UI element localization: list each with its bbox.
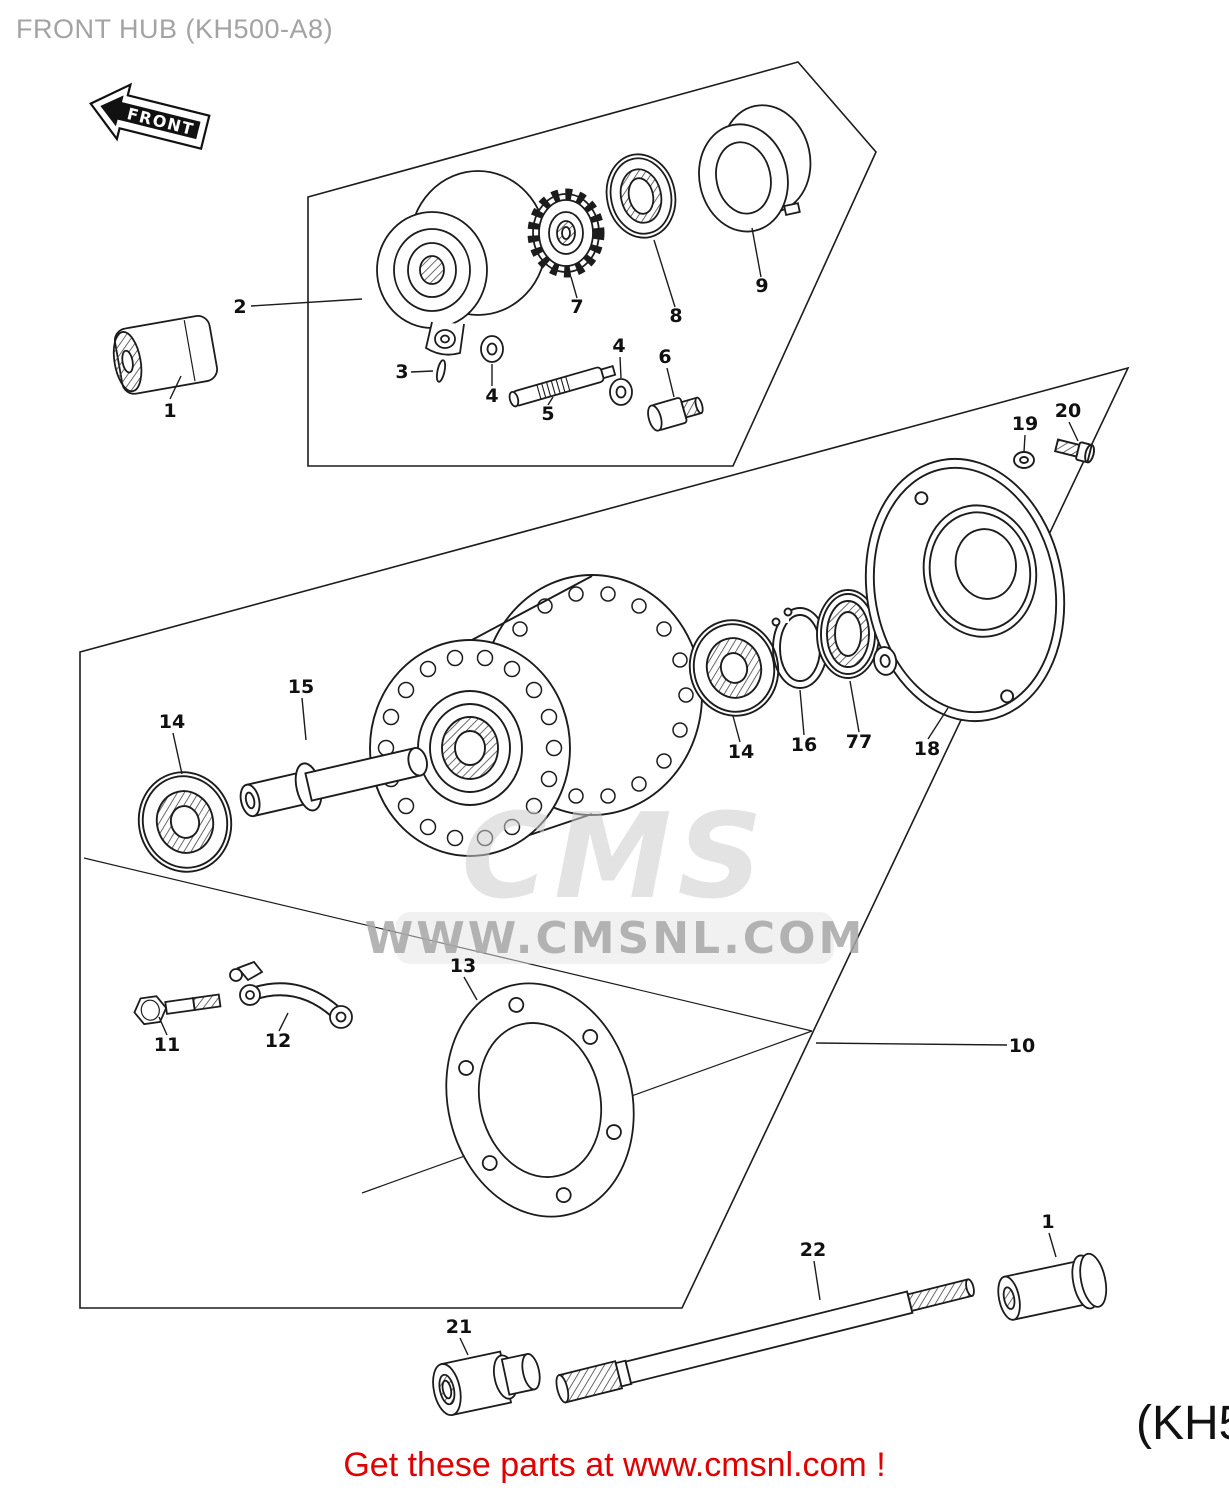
leader-lines xyxy=(158,227,1079,1356)
callout-7: 7 xyxy=(570,296,583,318)
callout-3: 3 xyxy=(395,361,408,383)
callout-21: 21 xyxy=(446,1316,472,1338)
watermark-band xyxy=(396,912,834,964)
callout-22: 22 xyxy=(800,1239,826,1261)
callout-12: 12 xyxy=(265,1030,291,1052)
callout-2: 2 xyxy=(233,296,246,318)
page-title: FRONT HUB (KH500-A8) xyxy=(16,14,334,44)
part-8-bearing xyxy=(605,153,677,239)
callout-16: 16 xyxy=(791,734,817,756)
part-4-washer-b xyxy=(609,378,633,406)
part-14-bearing-right xyxy=(688,619,780,717)
callout-20: 20 xyxy=(1055,400,1081,422)
callout-17: 77 xyxy=(846,731,872,753)
callout-14a: 14 xyxy=(159,711,185,733)
hub-body xyxy=(369,574,703,857)
part-1-sleeve xyxy=(112,314,218,395)
spoke-holes-front xyxy=(377,649,563,847)
callout-1: 1 xyxy=(163,400,176,422)
part-15-spacer xyxy=(239,746,428,818)
watermark-url-text: WWW.CMSNL.COM xyxy=(365,913,866,964)
callout-6: 6 xyxy=(658,346,671,368)
part-11-bolt xyxy=(133,993,222,1026)
watermark-logo-text: CMS xyxy=(461,787,768,925)
callout-5: 5 xyxy=(541,403,554,425)
upper-panel-outline xyxy=(307,61,877,467)
part-17-seal xyxy=(816,589,880,679)
callouts: 1 2 3 4 4 5 6 7 8 9 10 11 12 13 14 15 14… xyxy=(154,275,1081,1338)
part-22-axle xyxy=(555,1278,975,1404)
part-9-retainer xyxy=(698,104,812,233)
part-20-screw xyxy=(1053,438,1095,464)
callout-14b: 14 xyxy=(728,741,754,763)
callout-19: 19 xyxy=(1012,413,1038,435)
callout-13: 13 xyxy=(450,955,476,977)
front-arrow: FRONT xyxy=(89,82,211,150)
part-12-brake-arm xyxy=(229,960,353,1029)
watermark: CMS WWW.CMSNL.COM xyxy=(365,787,866,964)
callout-1b: 1 xyxy=(1041,1211,1054,1233)
part-3-pin xyxy=(435,359,447,383)
callout-9: 9 xyxy=(755,275,768,297)
part-18-brake-panel xyxy=(864,457,1066,723)
callout-11: 11 xyxy=(154,1034,180,1056)
callout-8: 8 xyxy=(669,305,682,327)
part-21-sleeve-nut xyxy=(432,1350,541,1417)
footer-promo-link[interactable]: Get these parts at www.cmsnl.com ! xyxy=(343,1446,886,1484)
part-13-gasket xyxy=(445,982,635,1218)
callout-18: 18 xyxy=(914,738,940,760)
part-19-nut xyxy=(1013,451,1035,469)
front-arrow-icon xyxy=(100,95,201,140)
callout-10: 10 xyxy=(1009,1035,1035,1057)
callout-15: 15 xyxy=(288,676,314,698)
part-14-bearing-left xyxy=(137,771,233,873)
callout-4a: 4 xyxy=(485,385,498,407)
part-6-fitting xyxy=(647,396,704,432)
part-5-gear-shaft xyxy=(508,365,617,408)
part-2-gear-housing xyxy=(376,170,547,356)
part-7-gear xyxy=(527,188,605,278)
model-code: (KH50 xyxy=(1136,1397,1229,1450)
part-1-sleeve-lower xyxy=(997,1252,1108,1321)
callout-4b: 4 xyxy=(612,335,625,357)
part-4-washer-a xyxy=(480,335,504,363)
